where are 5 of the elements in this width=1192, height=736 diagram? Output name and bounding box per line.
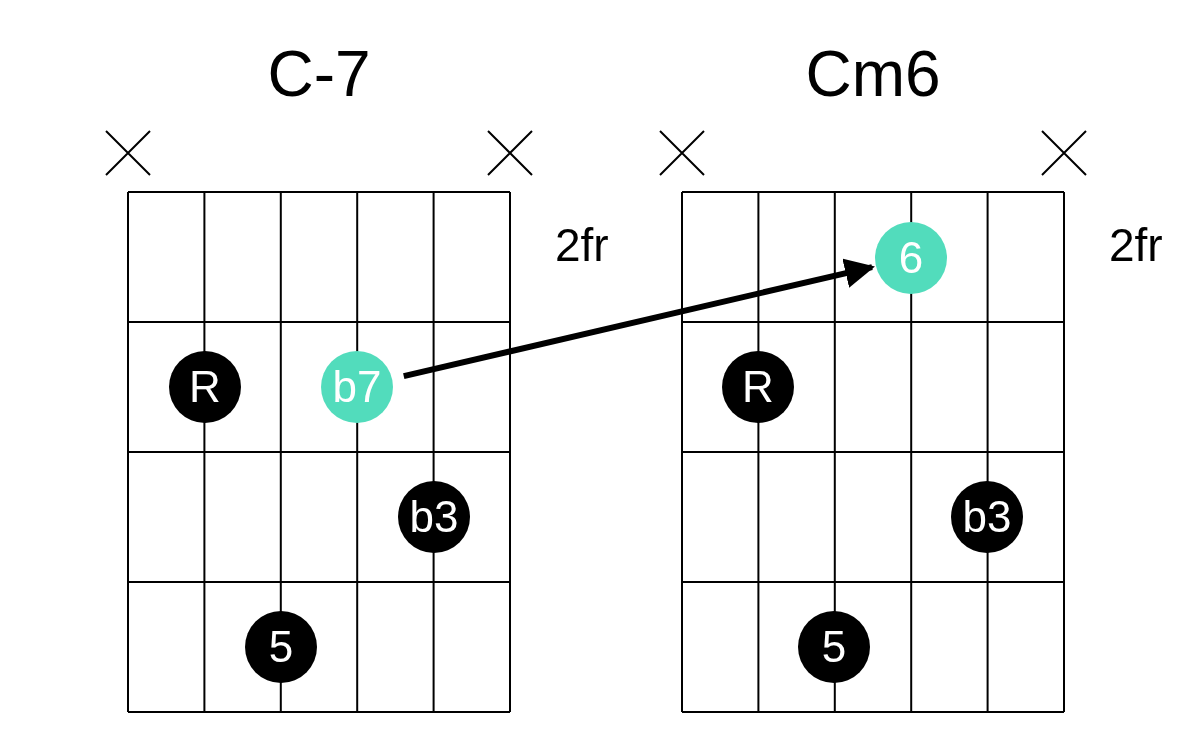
arrow xyxy=(403,258,875,380)
fret-position-label: 2fr xyxy=(1109,222,1163,268)
chord-name: Cm6 xyxy=(804,42,942,106)
chord-name: C-7 xyxy=(266,42,372,106)
fret-position-label: 2fr xyxy=(555,222,609,268)
